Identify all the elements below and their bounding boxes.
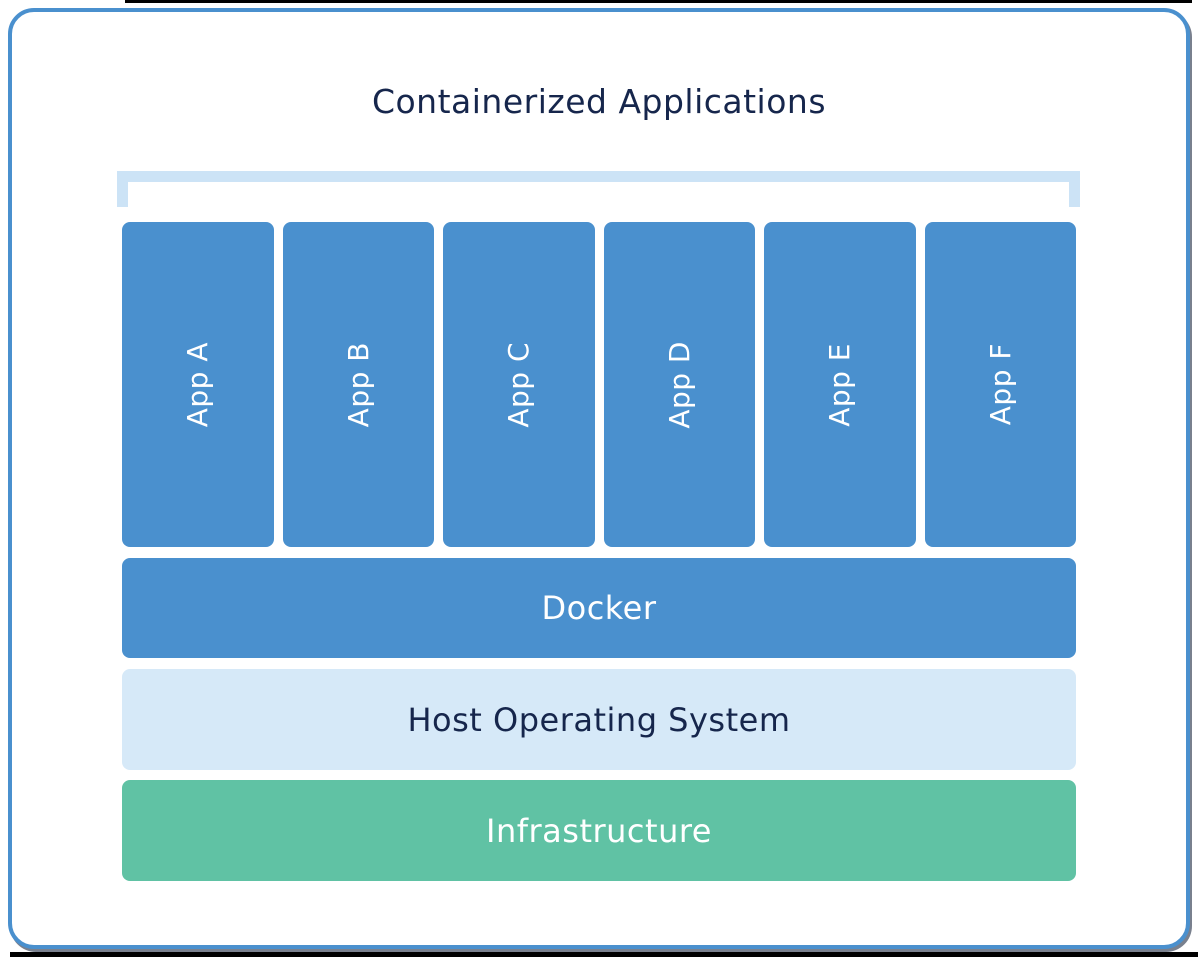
app-column-b: App B <box>282 222 434 547</box>
diagram-card: Containerized Applications App A App B A… <box>8 8 1190 949</box>
app-column-e: App E <box>764 222 916 547</box>
app-column-f: App F <box>924 222 1076 547</box>
host-operating-system-layer: Host Operating System <box>122 669 1076 770</box>
diagram-title: Containerized Applications <box>371 82 827 121</box>
app-label-f: App F <box>983 343 1017 426</box>
docker-layer: Docker <box>122 558 1076 658</box>
app-column-c: App C <box>443 222 595 547</box>
app-label-a: App A <box>181 341 215 428</box>
app-label-d: App D <box>662 340 696 429</box>
letterbox-bottom <box>10 952 1198 957</box>
app-label-e: App E <box>823 342 857 427</box>
apps-group-bracket <box>117 171 1080 207</box>
app-columns-row: App A App B App C App D App E App F <box>122 222 1076 547</box>
app-column-d: App D <box>603 222 755 547</box>
app-label-c: App C <box>502 341 536 428</box>
infrastructure-layer: Infrastructure <box>122 780 1076 881</box>
app-label-b: App B <box>341 341 375 428</box>
app-column-a: App A <box>122 222 274 547</box>
letterbox-top <box>125 0 1192 3</box>
